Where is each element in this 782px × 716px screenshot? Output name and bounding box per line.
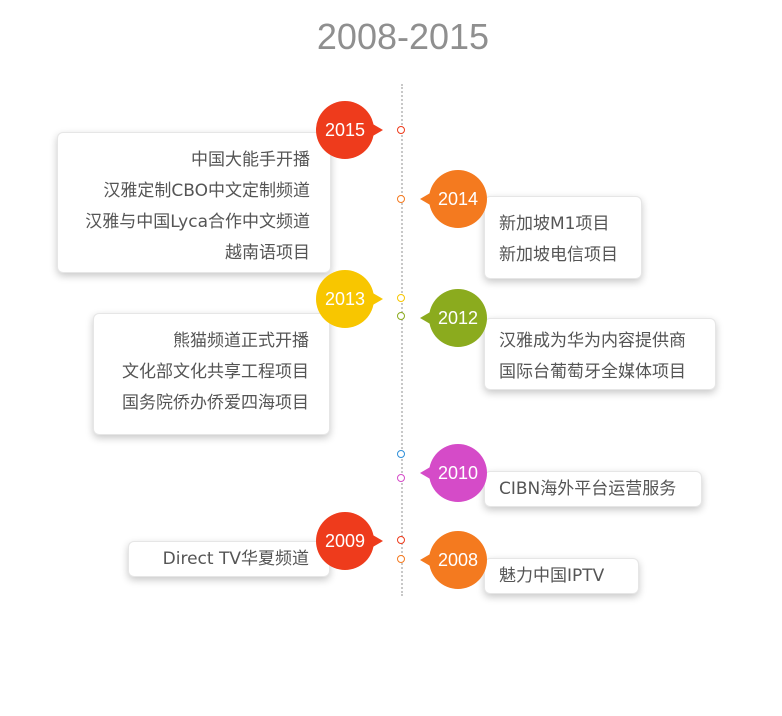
event-item: 国际台葡萄牙全媒体项目 bbox=[499, 362, 686, 382]
year-badge-2010: 2010 bbox=[420, 444, 487, 502]
page-title: 2008-2015 bbox=[316, 16, 490, 57]
timeline-dot-2008 bbox=[397, 555, 405, 563]
event-card-2014: 新加坡M1项目 新加坡电信项目 bbox=[484, 196, 642, 279]
event-card-2010: CIBN海外平台运营服务 bbox=[484, 471, 702, 507]
event-item: 汉雅与中国Lyca合作中文频道 bbox=[85, 212, 310, 232]
event-item: 文化部文化共享工程项目 bbox=[122, 362, 309, 382]
event-item: 越南语项目 bbox=[225, 243, 310, 263]
event-card-2012: 汉雅成为华为内容提供商 国际台葡萄牙全媒体项目 bbox=[484, 318, 716, 390]
timeline-dot-2014 bbox=[397, 195, 405, 203]
event-card-2008: 魅力中国IPTV bbox=[484, 558, 639, 594]
event-card-2015: 中国大能手开播 汉雅定制CBO中文定制频道 汉雅与中国Lyca合作中文频道 越南… bbox=[57, 132, 331, 273]
event-item: 魅力中国IPTV bbox=[499, 566, 605, 586]
timeline-dot-2009 bbox=[397, 536, 405, 544]
event-item: 国务院侨办侨爱四海项目 bbox=[122, 393, 309, 413]
year-badge-2008: 2008 bbox=[420, 531, 487, 589]
event-item: 熊猫频道正式开播 bbox=[173, 331, 309, 351]
year-badge-2015: 2015 bbox=[316, 101, 383, 159]
event-item: CIBN海外平台运营服务 bbox=[499, 479, 677, 499]
year-badge-2013: 2013 bbox=[316, 270, 383, 328]
timeline-dot-extra bbox=[397, 450, 405, 458]
event-item: Direct TV华夏频道 bbox=[162, 549, 309, 569]
year-badge-2014: 2014 bbox=[420, 170, 487, 228]
event-card-2009: Direct TV华夏频道 bbox=[128, 541, 330, 577]
event-card-2013: 熊猫频道正式开播 文化部文化共享工程项目 国务院侨办侨爱四海项目 bbox=[93, 313, 330, 435]
event-item: 新加坡M1项目 bbox=[499, 214, 610, 234]
event-item: 新加坡电信项目 bbox=[499, 245, 618, 265]
timeline-axis bbox=[401, 84, 403, 596]
timeline-dot-2013 bbox=[397, 294, 405, 302]
year-badge-2012: 2012 bbox=[420, 289, 487, 347]
event-item: 中国大能手开播 bbox=[191, 150, 310, 170]
timeline-dot-2015 bbox=[397, 126, 405, 134]
year-badge-2009: 2009 bbox=[316, 512, 383, 570]
timeline-dot-2012 bbox=[397, 312, 405, 320]
event-item: 汉雅成为华为内容提供商 bbox=[499, 331, 686, 351]
event-item: 汉雅定制CBO中文定制频道 bbox=[103, 181, 310, 201]
timeline-dot-2010 bbox=[397, 474, 405, 482]
